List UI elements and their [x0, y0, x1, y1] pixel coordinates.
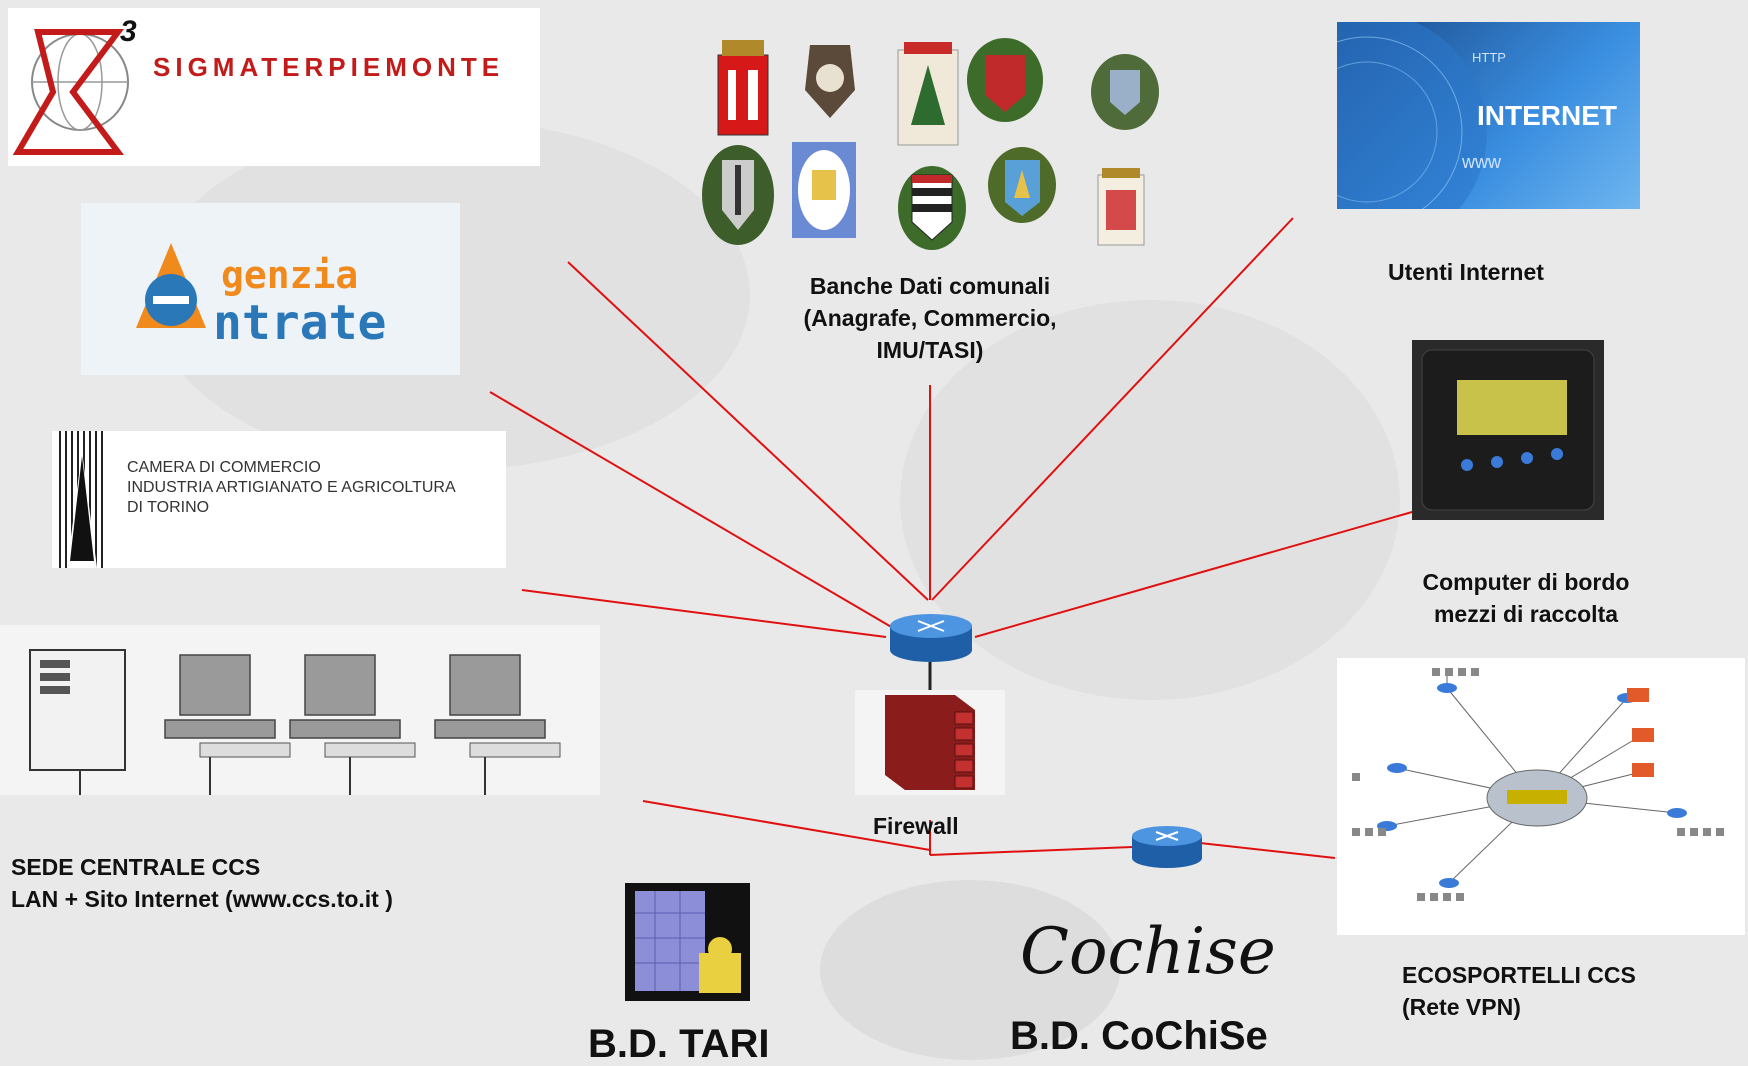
banche-dati-label: Banche Dati comunali (Anagrafe, Commerci… — [740, 270, 1120, 366]
bd-cochise-label: B.D. CoChiSe — [1010, 1014, 1268, 1058]
vpn-network-image — [1337, 658, 1745, 935]
link-camera-lower — [521, 589, 887, 638]
lan-computers-image — [0, 625, 600, 795]
router-icon — [890, 614, 972, 662]
agenzia-entrate-logo: genzia ntrate — [81, 203, 460, 375]
router-2-icon — [1132, 826, 1202, 868]
crest-1 — [717, 40, 769, 136]
computer-bordo-line2: mezzi di raccolta — [1433, 601, 1619, 627]
camera-commercio-logo: CAMERA DI COMMERCIO INDUSTRIA ARTIGIANAT… — [52, 431, 506, 568]
utenti-internet-label: Utenti Internet — [1388, 259, 1544, 285]
link-sede — [642, 800, 931, 851]
computer-bordo-label: Computer di bordo mezzi di raccolta — [1370, 566, 1682, 630]
onboard-computer-icon — [1421, 349, 1595, 511]
link-router2 — [929, 846, 1133, 856]
sede-centrale-line1: SEDE CENTRALE CCS — [11, 854, 261, 880]
camera-line3: DI TORINO — [127, 499, 210, 516]
agenzia-line1: genzia — [221, 253, 359, 297]
database-server-icon — [625, 883, 750, 1001]
crest-10 — [1097, 168, 1145, 246]
internet-http: HTTP — [1472, 50, 1506, 65]
lan-computers-icon — [29, 649, 561, 795]
banche-dati-line2: (Anagrafe, Commercio, — [803, 305, 1057, 331]
municipal-crests — [702, 38, 1159, 250]
agenzia-emblem-icon — [136, 243, 206, 328]
crest-4 — [967, 38, 1043, 122]
crest-6 — [702, 145, 774, 245]
crest-2 — [805, 45, 855, 118]
ecosportelli-label: ECOSPORTELLI CCS (Rete VPN) — [1402, 959, 1636, 1023]
onboard-computer-image — [1412, 340, 1604, 520]
agenzia-line2: ntrate — [213, 295, 387, 351]
banche-dati-line1: Banche Dati comunali — [809, 273, 1051, 299]
crest-8 — [898, 166, 966, 250]
link-camera — [489, 391, 906, 636]
firewall-icon — [885, 695, 975, 790]
sigma-superscript: 3 — [120, 15, 137, 48]
internet-word: INTERNET — [1477, 100, 1617, 131]
ecosportelli-line2: (Rete VPN) — [1402, 994, 1521, 1020]
firewall-image — [855, 690, 1005, 795]
crest-9 — [988, 147, 1056, 223]
computer-bordo-line1: Computer di bordo — [1422, 569, 1630, 595]
link-vpn — [1199, 842, 1336, 859]
internet-image: HTTP INTERNET www — [1337, 22, 1640, 209]
globe-icon — [1337, 22, 1487, 209]
camera-line2: INDUSTRIA ARTIGIANATO E AGRICOLTURA — [127, 479, 456, 496]
vpn-network-icon — [1352, 668, 1724, 901]
mole-antonelliana-icon — [59, 431, 103, 568]
sede-centrale-line2: LAN + Sito Internet (www.ccs.to.it ) — [11, 886, 393, 912]
sigmater-brand: SIGMATERPIEMONTE — [153, 52, 505, 82]
ecosportelli-line1: ECOSPORTELLI CCS — [1402, 962, 1636, 988]
sigma-globe-icon — [12, 29, 129, 155]
sede-centrale-label: SEDE CENTRALE CCS LAN + Sito Internet (w… — [11, 851, 393, 915]
cochise-logo: Cochise — [1020, 915, 1276, 989]
firewall-label: Firewall — [873, 813, 959, 839]
camera-line1: CAMERA DI COMMERCIO — [127, 459, 321, 476]
banche-dati-line3: IMU/TASI) — [876, 337, 984, 363]
internet-www: www — [1462, 152, 1501, 172]
sigmater-logo: 3 SIGMATERPIEMONTE — [8, 8, 540, 166]
crest-5 — [1091, 54, 1159, 130]
link-computer — [974, 511, 1413, 638]
crest-7 — [792, 142, 856, 238]
bd-tari-label: B.D. TARI — [588, 1022, 770, 1066]
link-internet — [931, 217, 1294, 601]
crest-3 — [897, 42, 959, 146]
link-agenzia — [567, 261, 929, 601]
